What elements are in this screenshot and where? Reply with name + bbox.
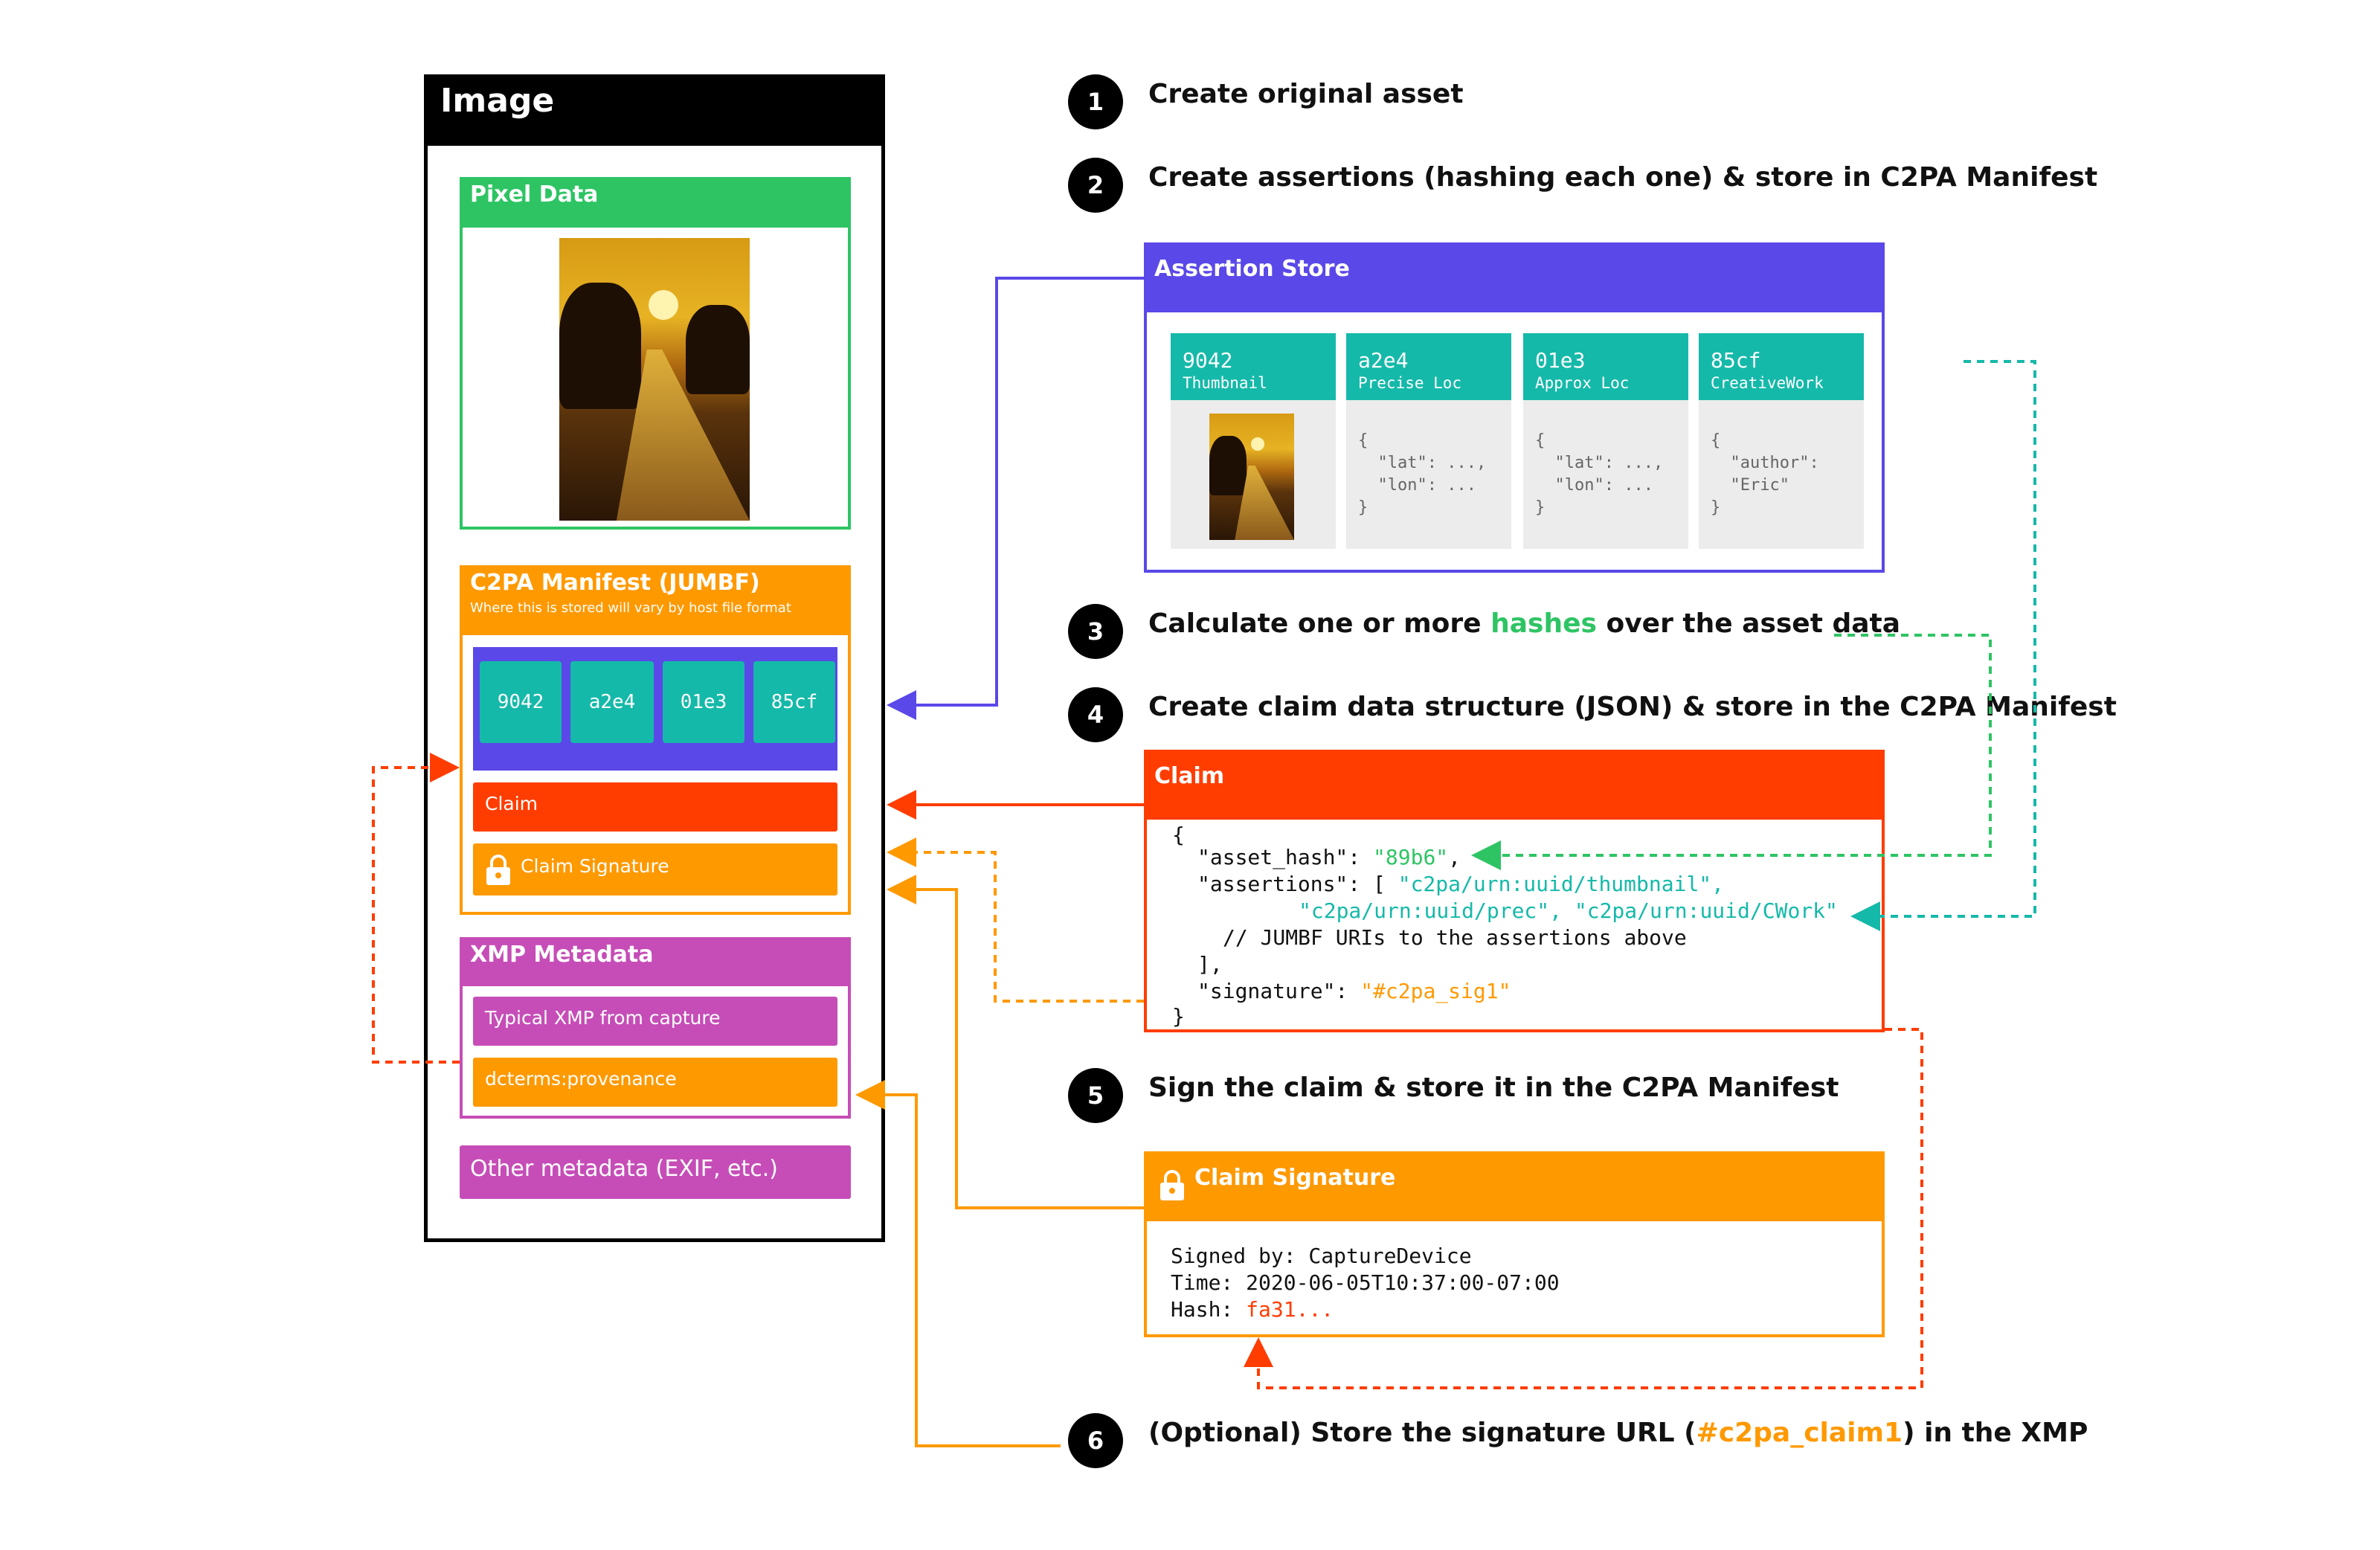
image-title: Image <box>424 74 885 146</box>
arrow-assertions <box>1850 360 2036 931</box>
claim-url-highlight: #c2pa_claim1 <box>1696 1418 1903 1448</box>
arrow-asset-hash <box>1471 634 1992 870</box>
step-4-badge: 4 <box>1068 687 1123 742</box>
arrow-signature <box>887 875 1144 1209</box>
step-1-badge: 1 <box>1068 74 1123 129</box>
arrow-xmp-provenance <box>855 1080 1061 1447</box>
lock-icon <box>486 855 510 885</box>
claim-comment: // JUMBF URIs to the assertions above <box>1223 925 1687 950</box>
claim-title: Claim <box>1144 750 1885 820</box>
arrow-claim-signature-ref <box>887 837 1144 1003</box>
step-6-text: (Optional) Store the signature URL (#c2p… <box>1148 1418 2088 1448</box>
step-6-badge: 6 <box>1068 1413 1123 1468</box>
step-3-badge: 3 <box>1068 604 1123 659</box>
signature-signed-by: Signed by: CaptureDevice <box>1171 1244 1472 1268</box>
step-3-text: Calculate one or more hashes over the as… <box>1148 608 1901 639</box>
c2pa-manifest-header: C2PA Manifest (JUMBF) Where this is stor… <box>460 565 851 635</box>
c2pa-manifest-title: C2PA Manifest (JUMBF) <box>470 570 760 596</box>
manifest-claim: Claim <box>473 782 837 832</box>
hashes-highlight: hashes <box>1490 608 1597 639</box>
claim-signature-title: Claim Signature <box>1144 1151 1885 1221</box>
arrow-claim-to-hash <box>1244 1028 1923 1389</box>
thumbnail-photo <box>1209 414 1294 540</box>
step-4-text: Create claim data structure (JSON) & sto… <box>1148 692 2117 722</box>
c2pa-manifest-subtitle: Where this is stored will vary by host f… <box>470 600 791 616</box>
signature-hash: Hash: fa31... <box>1171 1297 1334 1322</box>
arrow-provenance-to-claim <box>372 753 460 1064</box>
step-2-badge: 2 <box>1068 158 1123 213</box>
xmp-dcterms-provenance: dcterms:provenance <box>473 1058 837 1107</box>
manifest-chip: a2e4 <box>570 661 654 743</box>
claim-open-brace: { <box>1172 823 1185 847</box>
manifest-assertion-store: 9042 a2e4 01e3 85cf <box>473 647 837 771</box>
manifest-chip: 9042 <box>480 661 562 743</box>
xmp-metadata-title: XMP Metadata <box>460 937 851 986</box>
manifest-chip: 85cf <box>753 661 835 743</box>
step-5-text: Sign the claim & store it in the C2PA Ma… <box>1148 1073 1839 1103</box>
signature-time: Time: 2020-06-05T10:37:00-07:00 <box>1171 1270 1560 1295</box>
step-1-text: Create original asset <box>1148 79 1464 109</box>
manifest-claim-signature: Claim Signature <box>473 843 837 895</box>
asset-photo <box>559 238 750 521</box>
lock-icon <box>1160 1170 1184 1200</box>
arrow-assertion-store <box>887 277 1144 720</box>
claim-assertions: "assertions": [ "c2pa/urn:uuid/thumbnail… <box>1197 872 1725 896</box>
assertion-store-title: Assertion Store <box>1144 242 1885 312</box>
claim-close-bracket: ], <box>1197 952 1223 977</box>
claim-assertions-cont: "c2pa/urn:uuid/prec", "c2pa/urn:uuid/CWo… <box>1299 898 1838 923</box>
manifest-claim-signature-label: Claim Signature <box>521 855 669 877</box>
claim-close-brace: } <box>1172 1004 1185 1029</box>
claim-asset-hash: "asset_hash": "89b6", <box>1197 845 1461 869</box>
step-2-text: Create assertions (hashing each one) & s… <box>1148 162 2098 193</box>
claim-signature: "signature": "#c2pa_sig1" <box>1197 979 1511 1003</box>
manifest-chip: 01e3 <box>663 661 744 743</box>
other-metadata: Other metadata (EXIF, etc.) <box>460 1145 851 1199</box>
xmp-typical-capture: Typical XMP from capture <box>473 997 837 1046</box>
step-5-badge: 5 <box>1068 1068 1123 1123</box>
pixel-data-title: Pixel Data <box>460 177 851 228</box>
